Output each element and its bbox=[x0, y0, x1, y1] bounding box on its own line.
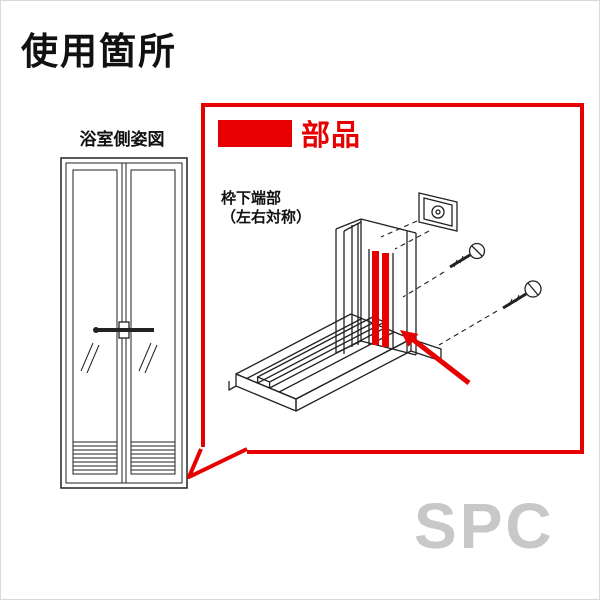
jamb-channel bbox=[335, 218, 417, 356]
highlighted-part-strip bbox=[372, 251, 389, 347]
sill-extrusion bbox=[228, 313, 442, 412]
frame-corner-drawing bbox=[228, 192, 542, 412]
watermark: SPC bbox=[414, 490, 555, 562]
corner-clip-plate bbox=[418, 192, 458, 232]
page-title: 使用箇所 bbox=[21, 31, 177, 72]
part-pointer-arrow bbox=[400, 330, 471, 385]
legend-red-swatch bbox=[218, 120, 292, 147]
screw-icon bbox=[449, 242, 486, 269]
part-label-line1: 枠下端部 bbox=[221, 190, 282, 207]
part-location-label: 枠下端部 （左右対称） bbox=[221, 190, 311, 228]
door-handle bbox=[93, 321, 154, 339]
door-view-label: 浴室側姿図 bbox=[79, 130, 165, 149]
legend-label: 部品 bbox=[301, 120, 362, 152]
part-label-line2: （左右対称） bbox=[221, 208, 312, 226]
louver-vents bbox=[73, 441, 175, 471]
assembly-guide-lines bbox=[380, 220, 498, 346]
glass-hatch-marks bbox=[80, 342, 158, 374]
door-frame bbox=[60, 157, 188, 489]
door-elevation-drawing bbox=[60, 157, 188, 489]
screw-icon bbox=[502, 280, 542, 310]
callout-tail bbox=[187, 447, 248, 479]
